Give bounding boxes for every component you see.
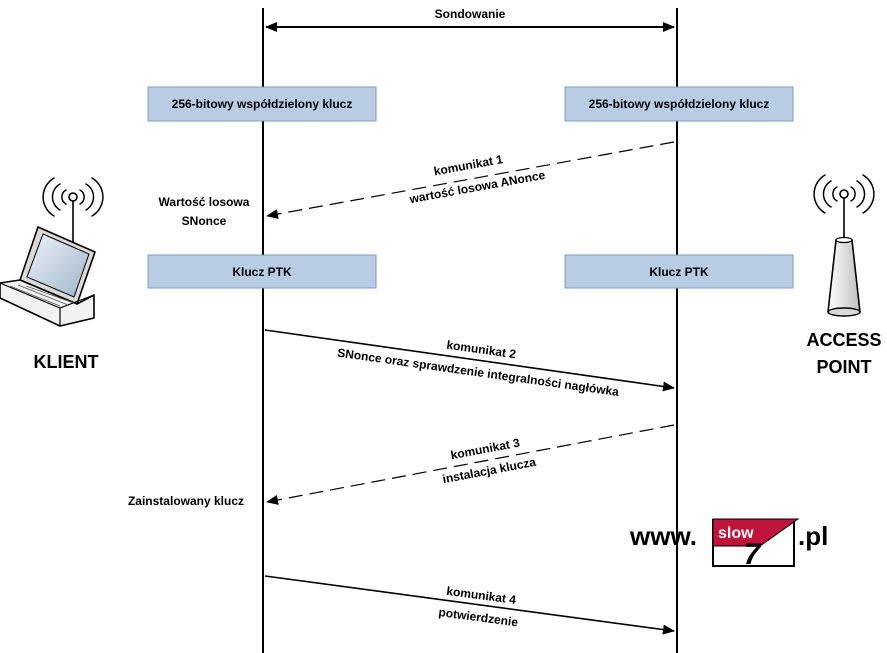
snonce-label-line1: Wartość losowa (159, 195, 250, 209)
message-3-title: komunikat 3 (449, 435, 521, 462)
logo-prefix: www. (629, 521, 697, 551)
client-ptk-label: Klucz PTK (232, 265, 292, 279)
ap-ptk-box: Klucz PTK (564, 254, 794, 289)
message-1-title: komunikat 1 (433, 152, 505, 178)
laptop-icon (0, 177, 104, 327)
probing-label: Sondowanie (435, 7, 506, 21)
ap-ptk-label: Klucz PTK (649, 265, 709, 279)
message-4-arrow (264, 575, 675, 635)
ap-label-line1: ACCESS (806, 330, 881, 350)
client-shared-key-label: 256-bitowy współdzielony klucz (172, 97, 353, 111)
snonce-label-line2: SNonce (182, 214, 227, 228)
access-point-icon (813, 174, 875, 317)
slow7-logo: www. slow 7 .pl (629, 518, 828, 571)
logo-suffix: .pl (798, 521, 828, 551)
client-label: KLIENT (34, 352, 99, 372)
installed-key-label: Zainstalowany klucz (128, 494, 244, 508)
ap-label-line2: POINT (816, 357, 871, 377)
client-ptk-box: Klucz PTK (147, 254, 377, 289)
message-2-arrow (264, 329, 675, 392)
message-1-arrow (266, 141, 675, 219)
message-4-title: komunikat 4 (446, 584, 518, 607)
logo-tag: slow (718, 525, 754, 542)
logo-number: 7 (744, 538, 762, 571)
message-1-detail: wartość losowa ANonce (407, 168, 546, 207)
ap-shared-key-box: 256-bitowy współdzielony klucz (564, 86, 794, 122)
ap-shared-key-label: 256-bitowy współdzielony klucz (589, 97, 770, 111)
message-3-arrow (266, 424, 675, 505)
client-shared-key-box: 256-bitowy współdzielony klucz (147, 86, 377, 122)
